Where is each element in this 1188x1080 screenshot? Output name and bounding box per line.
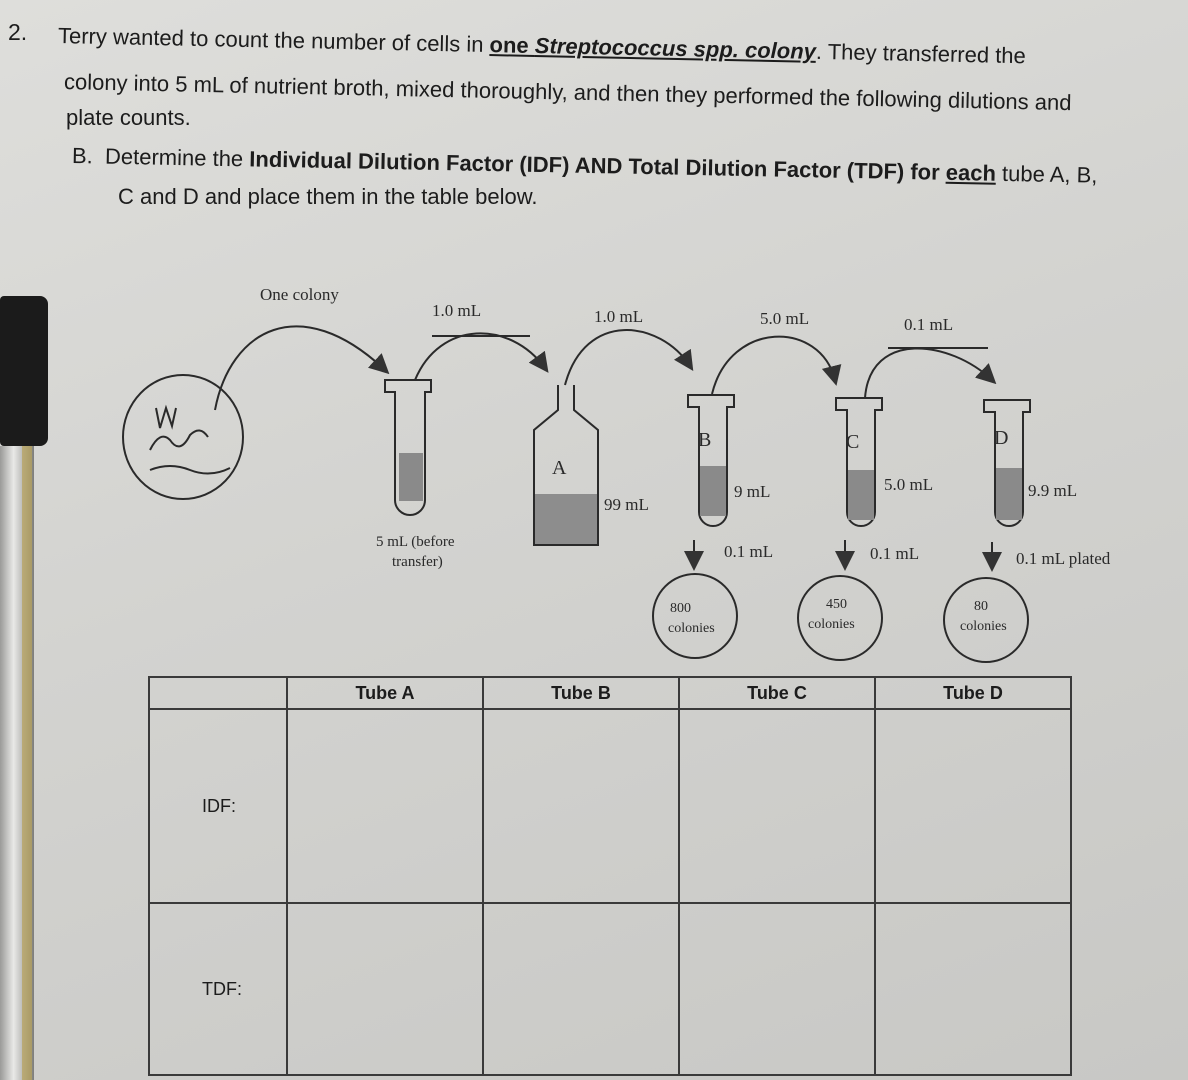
header-tube-a: Tube A (286, 676, 484, 710)
tube-a (533, 385, 599, 546)
question-number: 2. (8, 19, 28, 45)
tdf-tube-b-cell[interactable] (482, 902, 680, 1076)
idf-tube-a-cell[interactable] (286, 708, 484, 904)
tube-c-label: C (846, 431, 859, 453)
dilution-table: Tube A Tube B Tube C Tube D IDF: TDF: (148, 676, 1072, 1076)
transfer-1-label: 1.0 mL (432, 301, 481, 320)
tube-initial (384, 379, 432, 516)
part-b-line-2: C and D and place them in the table belo… (118, 184, 538, 209)
tdf-tube-c-cell[interactable] (678, 902, 876, 1076)
row-label-idf: IDF: (148, 708, 288, 904)
tube-a-volume: 99 mL (604, 495, 649, 514)
plate-d-count: 80 (974, 599, 988, 614)
plate-c-unit: colonies (808, 617, 855, 632)
tube-b-volume: 9 mL (734, 482, 770, 501)
idf-tube-d-cell[interactable] (874, 708, 1072, 904)
header-tube-b: Tube B (482, 676, 680, 710)
tube-d (983, 399, 1031, 527)
plate-d-unit: colonies (960, 619, 1007, 634)
tube-c (835, 397, 883, 527)
plate-b-count: 800 (670, 601, 691, 616)
plated-d-label: 0.1 mL plated (1016, 549, 1111, 568)
tube-initial-note-2: transfer) (392, 554, 443, 570)
plate-b-unit: colonies (668, 621, 715, 636)
plated-c-label: 0.1 mL (870, 544, 919, 563)
transfer-2-label: 1.0 mL (594, 307, 643, 326)
row-label-tdf: TDF: (148, 902, 288, 1076)
header-tube-c: Tube C (678, 676, 876, 710)
idf-tube-b-cell[interactable] (482, 708, 680, 904)
tube-a-label: A (552, 457, 567, 479)
plate-b (652, 573, 738, 659)
tube-d-volume: 9.9 mL (1028, 481, 1077, 500)
idf-tube-c-cell[interactable] (678, 708, 876, 904)
source-plate-icon (122, 374, 244, 500)
plate-c (797, 575, 883, 661)
tube-b (687, 394, 735, 527)
table-corner (148, 676, 288, 710)
tube-c-volume: 5.0 mL (884, 475, 933, 494)
transfer-3-label: 5.0 mL (760, 309, 809, 328)
tube-initial-note-1: 5 mL (before (376, 534, 455, 550)
dilution-diagram: One colony 1.0 mL 1.0 mL 5.0 mL 0.1 mL 5… (122, 285, 1111, 663)
pen-cap (0, 296, 48, 446)
plate-d (943, 577, 1029, 663)
colony-label: One colony (260, 285, 339, 304)
plated-b-label: 0.1 mL (724, 542, 773, 561)
tdf-tube-a-cell[interactable] (286, 902, 484, 1076)
tube-b-label: B (698, 429, 711, 451)
tube-d-label: D (994, 427, 1008, 449)
transfer-4-label: 0.1 mL (904, 315, 953, 334)
pen-clip (22, 446, 32, 1080)
header-tube-d: Tube D (874, 676, 1072, 710)
question-line-3: plate counts. (66, 105, 191, 130)
plate-c-count: 450 (826, 597, 847, 612)
tdf-tube-d-cell[interactable] (874, 902, 1072, 1076)
